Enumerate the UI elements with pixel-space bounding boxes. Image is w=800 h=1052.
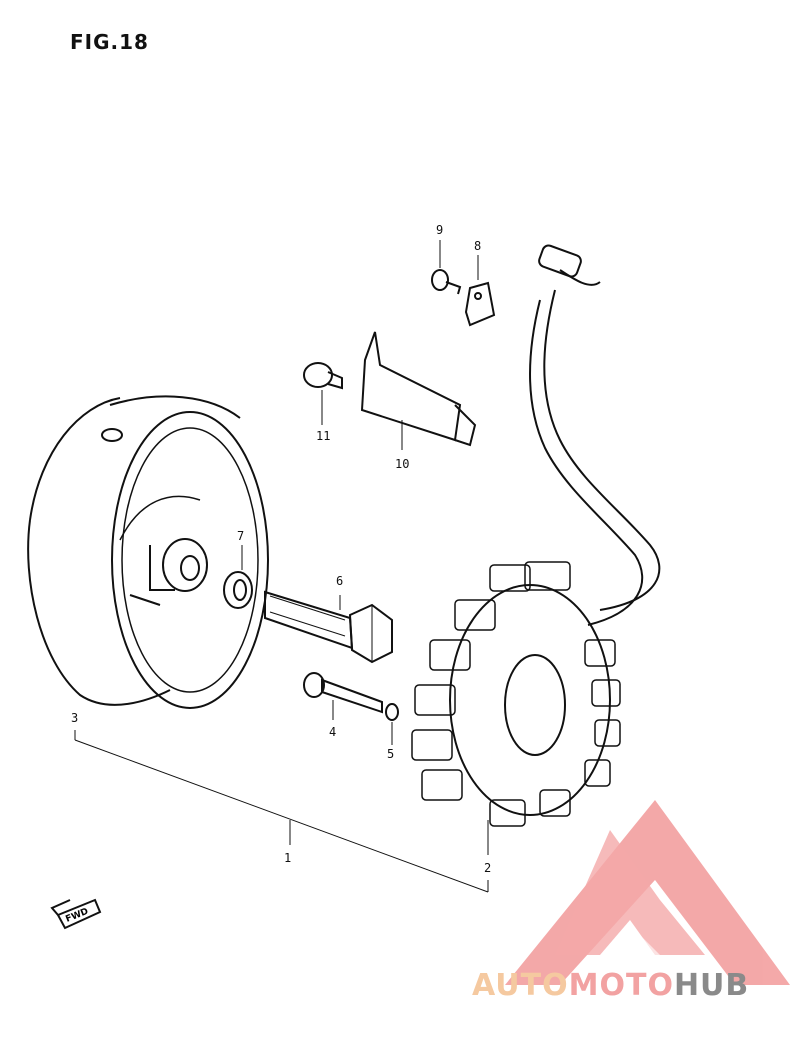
- rotor-bolt: [264, 590, 393, 664]
- wire-guide-bracket: [360, 331, 477, 447]
- callout-7: 7: [237, 529, 244, 543]
- watermark-part-moto: MOTO: [568, 968, 674, 1003]
- callout-5: 5: [387, 747, 394, 761]
- callout-6: 6: [336, 574, 343, 588]
- stator-screw: [303, 672, 383, 714]
- clamp-screw: [431, 269, 462, 295]
- lock-washer: [385, 703, 399, 721]
- washer: [223, 571, 253, 609]
- leader-lines: [74, 240, 489, 893]
- callout-3: 3: [71, 711, 78, 725]
- watermark-logo: [505, 800, 790, 985]
- callout-9: 9: [436, 223, 443, 237]
- callout-2: 2: [484, 861, 491, 875]
- callout-4: 4: [329, 725, 336, 739]
- watermark-part-auto: AUTO: [472, 968, 569, 1003]
- lead-wire: [529, 244, 661, 626]
- callout-1: 1: [284, 851, 291, 865]
- callout-11: 11: [316, 429, 330, 443]
- flywheel-rotor: [27, 395, 269, 709]
- watermark-part-hub: HUB: [673, 968, 750, 1003]
- stator-coil: [411, 561, 621, 827]
- callout-8: 8: [474, 239, 481, 253]
- figure-title: FIG.18: [70, 30, 149, 54]
- watermark-text: AUTOMOTOHUB: [472, 968, 749, 1003]
- callout-10: 10: [395, 457, 409, 471]
- wire-clamp: [464, 281, 496, 327]
- bracket-screw: [303, 362, 343, 390]
- fwd-arrow-icon: [50, 898, 102, 930]
